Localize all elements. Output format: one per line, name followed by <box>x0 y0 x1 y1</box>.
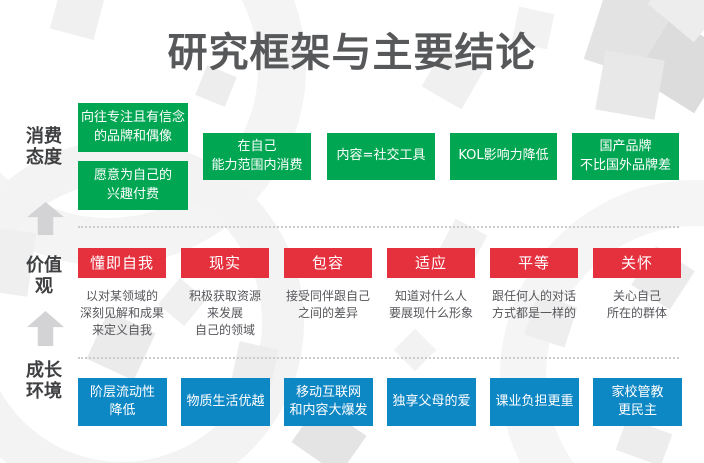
up-arrow-icon <box>27 202 64 235</box>
value-description: 知道对什么人 要展现什么形象 <box>388 289 473 320</box>
attitude-box: 在自己 能力范围内消费 <box>203 133 311 180</box>
page-title: 研究框架与主要结论 <box>167 30 537 76</box>
dotted-divider <box>78 357 679 359</box>
attitude-box: KOL影响力降低 <box>450 133 557 180</box>
value-description: 接受同伴跟自己 之间的差异 <box>285 289 370 320</box>
attitude-box: 愿意为自己的 兴趣付费 <box>78 161 188 210</box>
value-box: 懂即自我 <box>78 248 166 278</box>
environment-box: 物质生活优越 <box>181 378 270 426</box>
value-description: 积极获取资源 来发展 自己的领域 <box>188 289 261 337</box>
environment-box: 移动互联网 和内容大爆发 <box>284 378 373 426</box>
environment-box: 课业负担更重 <box>490 378 579 426</box>
environment-box: 阶层流动性 降低 <box>78 378 167 426</box>
value-box: 适应 <box>387 248 475 278</box>
value-description: 跟任何人的对话 方式都是一样的 <box>491 289 576 320</box>
row-label-environment: 成长 环境 <box>26 360 62 402</box>
value-description: 关心自己 所在的群体 <box>606 289 667 320</box>
attitude-box: 内容=社交工具 <box>327 133 435 180</box>
environment-box: 独享父母的爱 <box>387 378 476 426</box>
up-arrow-icon <box>27 311 64 346</box>
value-description: 以对某领域的 深刻见解和成果 来定义自我 <box>79 289 164 337</box>
environment-box: 家校管教 更民主 <box>593 378 682 426</box>
value-box: 平等 <box>490 248 578 278</box>
row-label-values: 价值 观 <box>26 255 62 297</box>
attitude-box: 国产品牌 不比国外品牌差 <box>572 133 679 180</box>
value-box: 现实 <box>181 248 269 278</box>
value-box: 关怀 <box>593 248 681 278</box>
attitude-box: 向往专注且有信念 的品牌和偶像 <box>78 103 188 152</box>
value-box: 包容 <box>284 248 372 278</box>
row-label-attitude: 消费 态度 <box>26 126 62 168</box>
dotted-divider <box>78 226 679 228</box>
